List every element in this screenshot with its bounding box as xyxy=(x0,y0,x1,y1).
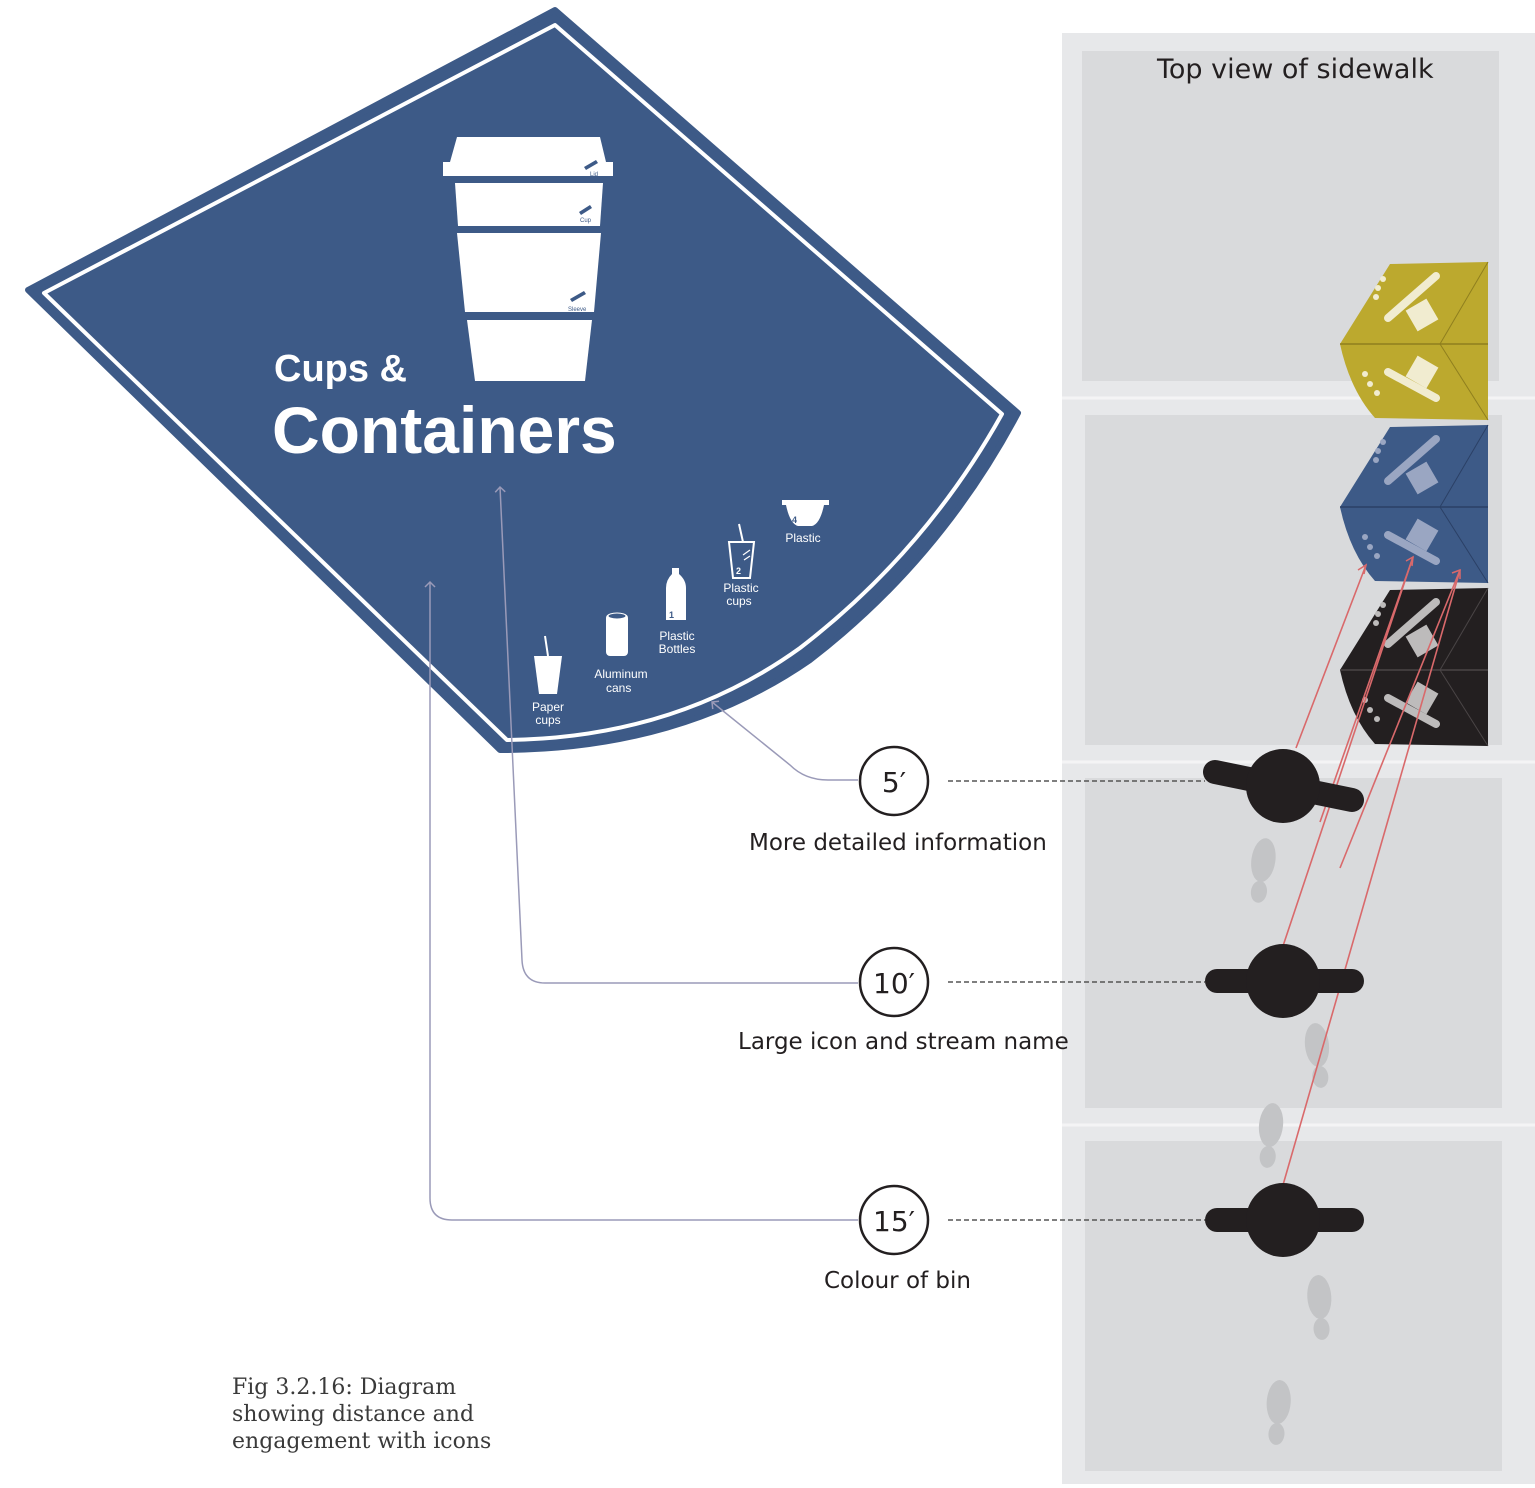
item-label: cups xyxy=(535,713,560,727)
item-label: Plastic xyxy=(785,531,820,545)
sign-title-line2: Containers xyxy=(272,393,617,467)
plastic-container-icon xyxy=(782,500,829,526)
sight-lines xyxy=(1282,555,1461,1186)
distance-description: Large icon and stream name xyxy=(738,1029,1069,1055)
plastic-bottle-icon xyxy=(666,568,686,620)
distance-description: More detailed information xyxy=(749,830,1047,856)
black-bin-icon xyxy=(1340,587,1489,747)
item-label: Plastic xyxy=(723,581,758,595)
cup-part-sleeve: Sleeve xyxy=(568,307,587,313)
person-5ft-icon xyxy=(1203,749,1364,823)
person-10ft-icon xyxy=(1205,944,1364,1018)
distance-value: 5′ xyxy=(882,766,906,799)
resin-number: 1 xyxy=(669,610,674,620)
resin-number: 4 xyxy=(792,515,797,525)
distance-badge-5: 5′ xyxy=(858,745,930,817)
blue-bin-icon xyxy=(1340,424,1489,584)
item-label: Aluminum xyxy=(594,667,647,681)
person-15ft-icon xyxy=(1205,1183,1364,1257)
distance-value: 15′ xyxy=(873,1205,915,1238)
figure-caption: Fig 3.2.16: Diagram showing distance and… xyxy=(232,1375,492,1454)
distance-badge-10: 10′ xyxy=(858,946,930,1018)
item-label: Bottles xyxy=(659,642,696,656)
cups-containers-sign: Cups & Containers Lid Cup Sleeve Paper c… xyxy=(25,7,1021,753)
distance-value: 10′ xyxy=(873,967,915,1000)
plastic-cup-icon xyxy=(727,523,756,579)
cup-icon xyxy=(443,137,613,381)
aluminum-can-icon xyxy=(606,612,628,656)
resin-number: 2 xyxy=(736,566,741,576)
yellow-bin-icon xyxy=(1340,261,1489,421)
item-label: cans xyxy=(606,681,631,695)
cup-part-lid: Lid xyxy=(590,172,598,178)
paper-cup-icon xyxy=(534,635,562,694)
sidewalk-title: Top view of sidewalk xyxy=(1157,54,1434,85)
item-label: cups xyxy=(726,594,751,608)
cup-part-cup: Cup xyxy=(580,218,592,224)
dashed-leaders xyxy=(948,780,1205,1221)
item-label: Plastic xyxy=(659,629,694,643)
distance-description: Colour of bin xyxy=(824,1268,971,1294)
connector-lines xyxy=(424,485,858,1221)
sign-title-line1: Cups & xyxy=(274,348,407,390)
distance-badge-15: 15′ xyxy=(858,1184,930,1256)
item-label: Paper xyxy=(532,700,564,714)
